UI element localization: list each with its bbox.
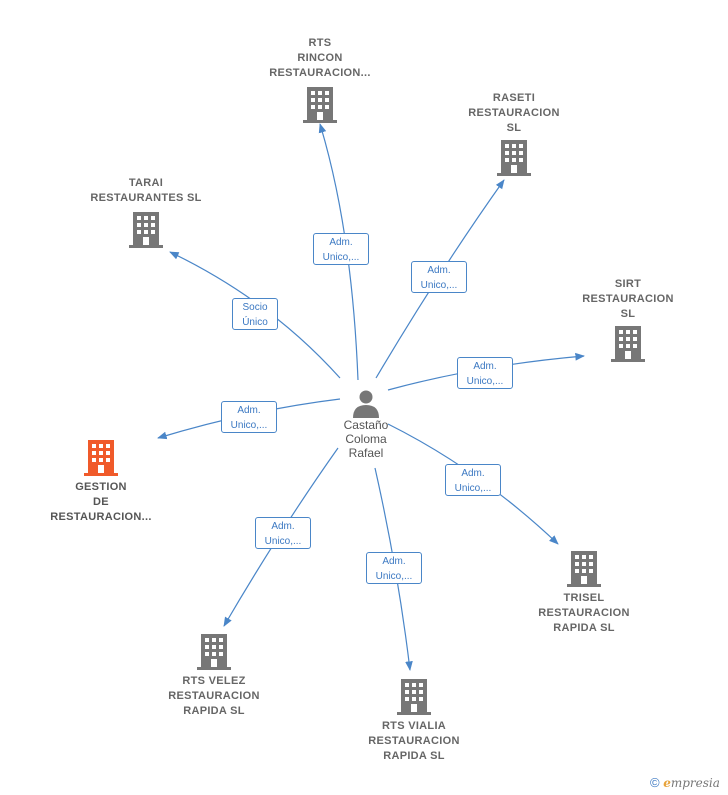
edge-label-line: Unico,... — [466, 376, 504, 387]
center-person[interactable]: Castaño Coloma Rafael — [336, 388, 396, 460]
edge-label-sirt[interactable]: Adm. Unico,... — [457, 357, 513, 389]
edge-label-line: Unico,... — [454, 483, 492, 494]
company-rts-velez[interactable]: RTS VELEZ RESTAURACION RAPIDA SL — [139, 634, 289, 719]
company-name-line: RESTAURACION... — [269, 67, 371, 79]
edge-label-line: Unico,... — [322, 252, 360, 263]
edge-label-line: Unico,... — [230, 420, 268, 431]
company-raseti[interactable]: RASETI RESTAURACION SL — [439, 91, 589, 176]
edge-label-line: Socio — [242, 302, 268, 313]
company-name-line: RINCON — [297, 52, 343, 64]
company-name-line: RESTAURACION — [368, 735, 460, 747]
person-name-line: Rafael — [348, 446, 384, 460]
edge-label-tarai[interactable]: Socio Único — [232, 298, 278, 330]
company-name-line: RESTAURACION — [468, 107, 560, 119]
brand-logo-initial: e — [663, 776, 671, 790]
brand-logo-text: mpresia — [670, 776, 720, 790]
company-name-line: DE — [93, 496, 109, 508]
edge-label-line: Unico,... — [264, 536, 302, 547]
building-icon — [497, 140, 531, 176]
building-icon — [611, 326, 645, 362]
company-sirt[interactable]: SIRT RESTAURACION SL — [553, 277, 703, 362]
company-rts-rincon[interactable]: RTS RINCON RESTAURACION... — [245, 36, 395, 123]
company-name-line: SL — [506, 122, 522, 134]
person-name-line: Coloma — [345, 432, 387, 446]
edge-label-raseti[interactable]: Adm. Unico,... — [411, 261, 467, 293]
edge-label-line: Unico,... — [375, 571, 413, 582]
company-name: GESTION DE RESTAURACION... — [26, 480, 176, 525]
company-name-line: RASETI — [492, 92, 536, 104]
building-icon — [397, 679, 431, 715]
company-name-line: RTS — [308, 37, 332, 49]
edge-label-rts-vialia[interactable]: Adm. Unico,... — [366, 552, 422, 584]
edge-label-line: Adm. — [382, 556, 406, 567]
company-name-line: RESTAURANTES SL — [90, 192, 202, 204]
edge-label-line: Adm. — [461, 468, 485, 479]
company-trisel[interactable]: TRISEL RESTAURACION RAPIDA SL — [509, 551, 659, 636]
company-name: RTS VELEZ RESTAURACION RAPIDA SL — [139, 674, 289, 719]
building-icon — [197, 634, 231, 670]
edge-label-rts-rincon[interactable]: Adm. Unico,... — [313, 233, 369, 265]
edge-label-trisel[interactable]: Adm. Unico,... — [445, 464, 501, 496]
company-name-line: RTS VIALIA — [381, 720, 447, 732]
edge-label-line: Único — [242, 317, 268, 328]
edge-label-line: Unico,... — [420, 280, 458, 291]
company-name-line: RAPIDA SL — [383, 750, 445, 762]
edge-label-line: Adm. — [427, 265, 451, 276]
person-icon — [353, 390, 379, 418]
edge-label-line: Adm. — [473, 361, 497, 372]
edge-label-line: Adm. — [271, 521, 295, 532]
company-name-line: TARAI — [128, 177, 164, 189]
edge-label-rts-velez[interactable]: Adm. Unico,... — [255, 517, 311, 549]
building-icon — [129, 212, 163, 248]
building-icon — [303, 87, 337, 123]
company-name-line: RESTAURACION — [168, 690, 260, 702]
company-name-line: SIRT — [614, 278, 642, 290]
company-name: RTS RINCON RESTAURACION... — [245, 36, 395, 81]
company-name-line: RESTAURACION — [582, 293, 674, 305]
company-name: TRISEL RESTAURACION RAPIDA SL — [509, 591, 659, 636]
edge-label-line: Adm. — [237, 405, 261, 416]
copyright-icon: © — [650, 775, 660, 790]
edge-label-gestion[interactable]: Adm. Unico,... — [221, 401, 277, 433]
company-name-line: TRISEL — [563, 592, 605, 604]
company-rts-vialia[interactable]: RTS VIALIA RESTAURACION RAPIDA SL — [339, 679, 489, 764]
footer-brand[interactable]: © empresia — [650, 775, 720, 790]
company-name-line: SL — [620, 308, 636, 320]
company-name-line: RESTAURACION... — [50, 511, 152, 523]
building-icon — [84, 440, 118, 476]
company-name-line: RESTAURACION — [538, 607, 630, 619]
company-name: RTS VIALIA RESTAURACION RAPIDA SL — [339, 719, 489, 764]
company-name-line: RAPIDA SL — [553, 622, 615, 634]
edge-label-line: Adm. — [329, 237, 353, 248]
company-name-line: RAPIDA SL — [183, 705, 245, 717]
brand-logo: empresia — [663, 776, 720, 790]
company-gestion[interactable]: GESTION DE RESTAURACION... — [26, 440, 176, 525]
company-name-line: RTS VELEZ — [182, 675, 246, 687]
company-name: SIRT RESTAURACION SL — [553, 277, 703, 322]
company-name: TARAI RESTAURANTES SL — [71, 176, 221, 206]
company-name: RASETI RESTAURACION SL — [439, 91, 589, 136]
person-name-line: Castaño — [343, 418, 389, 432]
company-name-line: GESTION — [75, 481, 127, 493]
company-tarai[interactable]: TARAI RESTAURANTES SL — [71, 176, 221, 248]
building-icon — [567, 551, 601, 587]
